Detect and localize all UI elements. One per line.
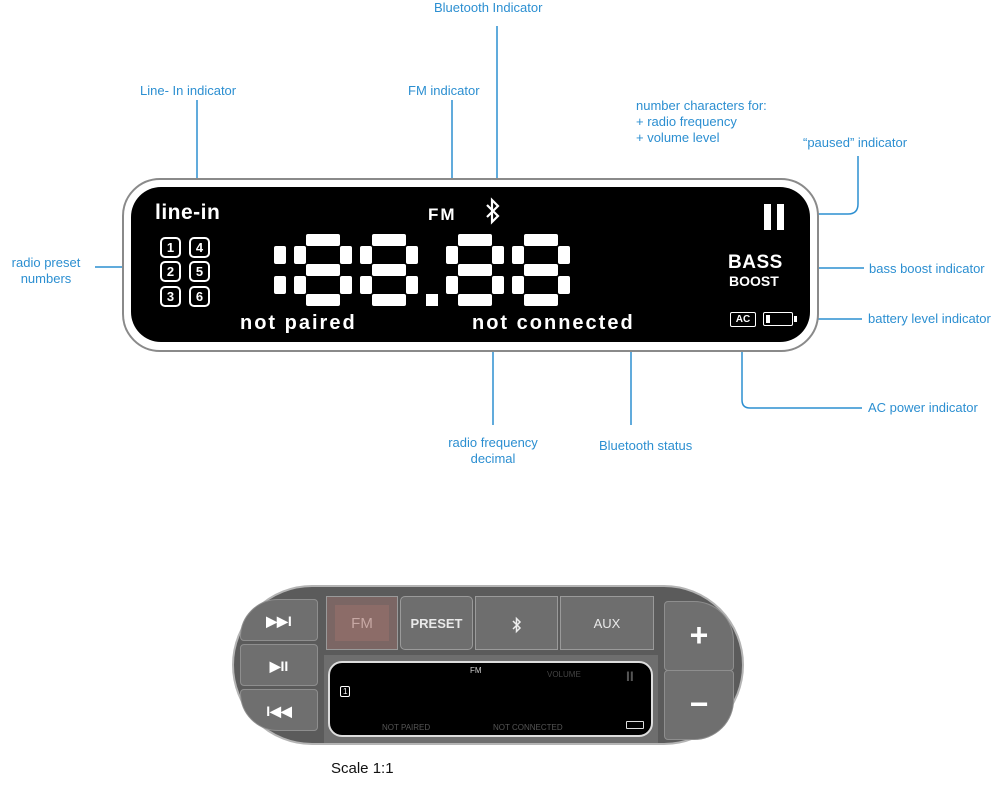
scale-label: Scale 1:1 xyxy=(331,760,394,777)
callout-number-characters-line2: + radio frequency xyxy=(636,114,737,129)
callout-ac-power-indicator: AC power indicator xyxy=(868,400,978,415)
battery-fill xyxy=(766,315,770,323)
mini-not-paired: NOT PAIRED xyxy=(382,723,431,732)
preset-5: 5 xyxy=(189,261,210,282)
mini-volume-label: VOLUME xyxy=(547,670,581,679)
bass-indicator: BASS xyxy=(728,252,783,273)
fm-button-label: FM xyxy=(351,615,373,632)
callout-radio-frequency-line1: radio frequency xyxy=(448,435,538,450)
main-lcd-digit-1-segment-a xyxy=(306,234,340,246)
paused-indicator-line xyxy=(800,156,859,215)
play-pause-button[interactable]: ▶II xyxy=(240,644,318,686)
callout-radio-preset-numbers: radio preset numbers xyxy=(0,255,92,287)
preset-3: 3 xyxy=(160,286,181,307)
main-lcd-digit-3 xyxy=(446,234,504,306)
preset-1: 1 xyxy=(160,237,181,258)
mini-paused-icon: II xyxy=(626,668,634,684)
aux-button[interactable]: AUX xyxy=(560,596,654,650)
main-lcd-digit-2-segment-a xyxy=(372,234,406,246)
main-lcd-digit-4-segment-a xyxy=(524,234,558,246)
main-lcd-decimal-point xyxy=(426,294,438,306)
fm-indicator: FM xyxy=(428,205,457,224)
boost-indicator: BOOST xyxy=(729,273,779,289)
paused-icon-bar-right xyxy=(777,204,784,230)
ac-power-line xyxy=(741,330,862,409)
main-lcd-digit-2-segment-d xyxy=(372,294,406,306)
mini-lcd-screen xyxy=(328,661,653,737)
callout-bluetooth-status: Bluetooth status xyxy=(599,438,693,453)
bluetooth-icon xyxy=(486,197,500,225)
main-lcd-digit-2-segment-b xyxy=(406,246,418,264)
main-lcd-digit-2 xyxy=(360,234,418,306)
callout-number-characters: number characters for: + radio frequency… xyxy=(636,98,767,146)
main-lcd-digit-3-segment-c xyxy=(492,276,504,294)
callout-bluetooth-indicator: Bluetooth Indicator xyxy=(434,0,543,15)
fm-button[interactable]: FM xyxy=(326,596,398,650)
callout-battery-level-indicator: battery level indicator xyxy=(868,311,991,326)
main-lcd-digit-1 xyxy=(294,234,352,306)
main-lcd-digit-0 xyxy=(274,246,286,294)
main-lcd-digit-4-segment-b xyxy=(558,246,570,264)
main-lcd-digit-4-segment-f xyxy=(512,246,524,264)
ac-power-icon: AC xyxy=(730,312,756,327)
main-lcd-digit-4-segment-d xyxy=(524,294,558,306)
callout-number-characters-line1: number characters for: xyxy=(636,98,767,113)
mini-fm-indicator: FM xyxy=(470,666,482,675)
main-lcd-digit-1-segment-g xyxy=(306,264,340,276)
line-in-indicator: line-in xyxy=(155,201,221,224)
battery-icon xyxy=(763,312,797,326)
callout-paused-indicator: “paused” indicator xyxy=(803,135,908,150)
main-lcd-digit-1-segment-c xyxy=(340,276,352,294)
main-lcd-digit-3-segment-d xyxy=(458,294,492,306)
main-lcd-digit-2-segment-e xyxy=(360,276,372,294)
preset-6: 6 xyxy=(189,286,210,307)
main-lcd-digit-4-segment-e xyxy=(512,276,524,294)
main-lcd-digit-3-segment-f xyxy=(446,246,458,264)
preset-2: 2 xyxy=(160,261,181,282)
main-lcd-digit-1-segment-f xyxy=(294,246,306,264)
fm-button-highlight xyxy=(335,605,389,641)
main-lcd-digit-4-segment-c xyxy=(558,276,570,294)
main-lcd-digit-1-segment-d xyxy=(306,294,340,306)
callout-radio-preset-line1: radio preset xyxy=(11,255,81,270)
main-lcd-digit-2-segment-g xyxy=(372,264,406,276)
mini-battery-icon xyxy=(626,721,644,729)
mini-not-connected: NOT CONNECTED xyxy=(493,723,563,732)
bluetooth-button-icon xyxy=(511,616,521,634)
main-lcd-digit-2-segment-f xyxy=(360,246,372,264)
bluetooth-button[interactable] xyxy=(475,596,558,650)
not-connected-status: NOT CONNECTED xyxy=(472,312,635,334)
main-lcd-digit-1-segment-e xyxy=(294,276,306,294)
main-lcd-digit-0-segment-c xyxy=(274,276,286,294)
mini-preset-1: 1 xyxy=(340,686,351,697)
main-lcd-digit-3-segment-a xyxy=(458,234,492,246)
callout-number-characters-line3: + volume level xyxy=(636,130,720,145)
callout-fm-indicator: FM indicator xyxy=(408,83,480,98)
main-lcd-digit-3-segment-g xyxy=(458,264,492,276)
not-paired-status: NOT PAIRED xyxy=(240,312,357,334)
paused-icon-bar-left xyxy=(764,204,771,230)
preset-button[interactable]: PRESET xyxy=(400,596,473,650)
preset-4: 4 xyxy=(189,237,210,258)
callout-line-in-indicator: Line- In indicator xyxy=(140,83,237,98)
main-lcd-digit-1-segment-b xyxy=(340,246,352,264)
main-lcd-digit-3-segment-e xyxy=(446,276,458,294)
main-lcd-digit-4-segment-g xyxy=(524,264,558,276)
main-lcd-digit-2-segment-c xyxy=(406,276,418,294)
callout-radio-frequency-decimal: radio frequency decimal xyxy=(436,435,550,467)
callout-bass-boost-indicator: bass boost indicator xyxy=(869,261,985,276)
main-lcd-digit-4 xyxy=(512,234,570,306)
main-lcd-digit-3-segment-b xyxy=(492,246,504,264)
callout-radio-preset-line2: numbers xyxy=(20,271,72,286)
callout-radio-frequency-line2: decimal xyxy=(470,451,516,466)
main-lcd-digit-0-segment-b xyxy=(274,246,286,264)
